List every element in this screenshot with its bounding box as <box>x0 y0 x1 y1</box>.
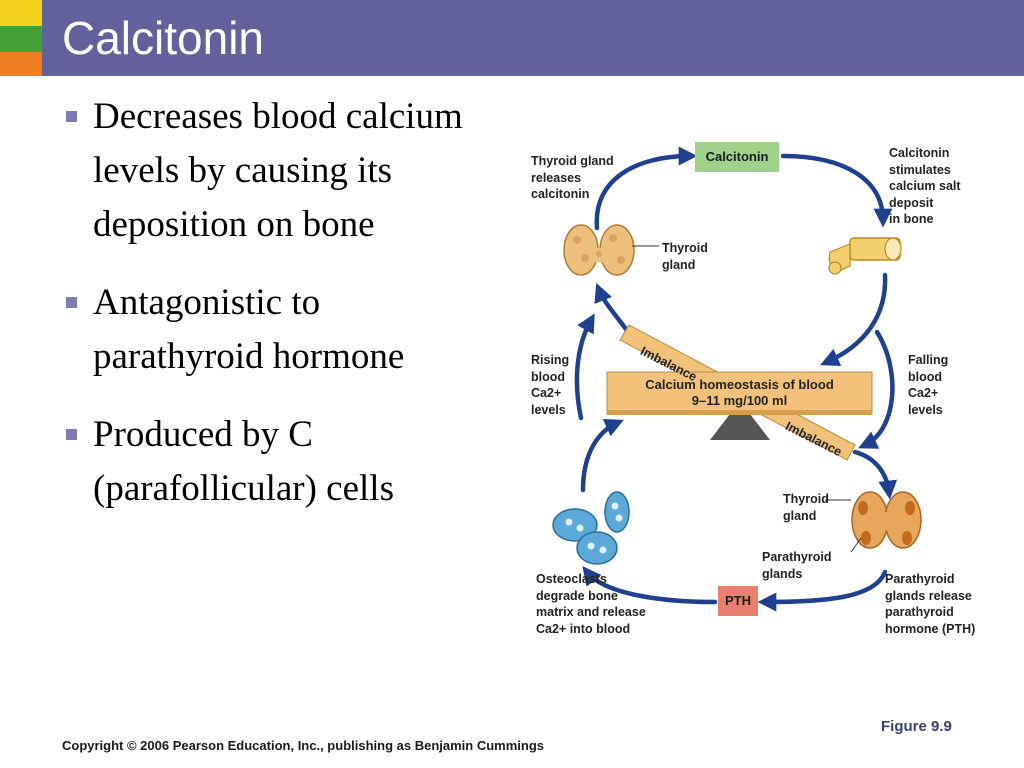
square-bullet-icon <box>66 297 77 308</box>
bone-icon <box>828 237 902 275</box>
parathyroid-release-label: Parathyroid glands release parathyroid h… <box>885 572 976 636</box>
square-bullet-icon <box>66 429 77 440</box>
square-bullet-icon <box>66 111 77 122</box>
thyroid-gland-bottom-label: Thyroid gland <box>783 492 829 523</box>
calcium-homeostasis-diagram: Calcitonin PTH Thyroid gland releases ca… <box>525 140 995 650</box>
cycle-arrows <box>574 146 898 612</box>
thyroid-gland-icon <box>563 224 659 276</box>
arrow-osteoclasts-to-balance <box>580 419 624 493</box>
corner-orange-block <box>0 52 42 76</box>
pth-box: PTH <box>718 586 758 616</box>
bullet-item: Produced by C (parafollicular) cells <box>64 408 494 516</box>
seesaw-balance <box>606 324 873 461</box>
arrow-calcitonin-to-bone <box>780 153 893 228</box>
homeostasis-title: Calcium homeostasis of blood <box>645 377 834 392</box>
homeostasis-range: 9–11 mg/100 ml <box>691 393 788 408</box>
parathyroid-gland-icon <box>825 491 922 553</box>
bullet-item: Antagonistic to parathyroid hormone <box>64 276 494 384</box>
bullet-list: Decreases blood calcium levels by causin… <box>64 90 494 540</box>
arrow-falling-levels <box>858 329 895 449</box>
arrow-balance-to-parathyroid <box>852 449 898 500</box>
arrow-bone-to-balance <box>820 272 888 366</box>
diagram-graphics <box>552 146 922 612</box>
thyroid-gland-label: Thyroid gland <box>662 241 708 272</box>
arrow-thyroid-to-calcitonin <box>594 146 698 231</box>
slide-title: Calcitonin <box>62 12 264 64</box>
calcitonin-stimulates-label: Calcitonin stimulates calcium salt depos… <box>889 146 961 226</box>
thyroid-releases-label: Thyroid gland releases calcitonin <box>531 154 614 201</box>
corner-yellow-block <box>0 0 42 26</box>
bullet-text: Produced by C (parafollicular) cells <box>93 414 394 509</box>
calcitonin-box: Calcitonin <box>695 142 779 172</box>
falling-levels-label: Falling blood Ca2+ levels <box>908 353 949 417</box>
corner-green-block <box>0 26 42 52</box>
figure-reference: Figure 9.9 <box>881 718 952 735</box>
bullet-text: Antagonistic to parathyroid hormone <box>93 282 405 377</box>
parathyroid-glands-label: Parathyroid glands <box>762 550 832 581</box>
osteoclast-cells-icon <box>552 491 630 565</box>
title-bar: Calcitonin <box>42 0 1024 76</box>
bullet-item: Decreases blood calcium levels by causin… <box>64 90 494 252</box>
arrow-pth-to-osteoclasts <box>582 566 718 605</box>
copyright-footer: Copyright © 2006 Pearson Education, Inc.… <box>62 738 544 753</box>
bullet-text: Decreases blood calcium levels by causin… <box>93 96 463 245</box>
arrow-rising-levels <box>574 313 595 421</box>
rising-levels-label: Rising blood Ca2+ levels <box>531 353 570 417</box>
osteoclasts-label: Osteoclasts degrade bone matrix and rele… <box>536 572 646 636</box>
arrow-parathyroid-to-pth <box>757 569 888 612</box>
